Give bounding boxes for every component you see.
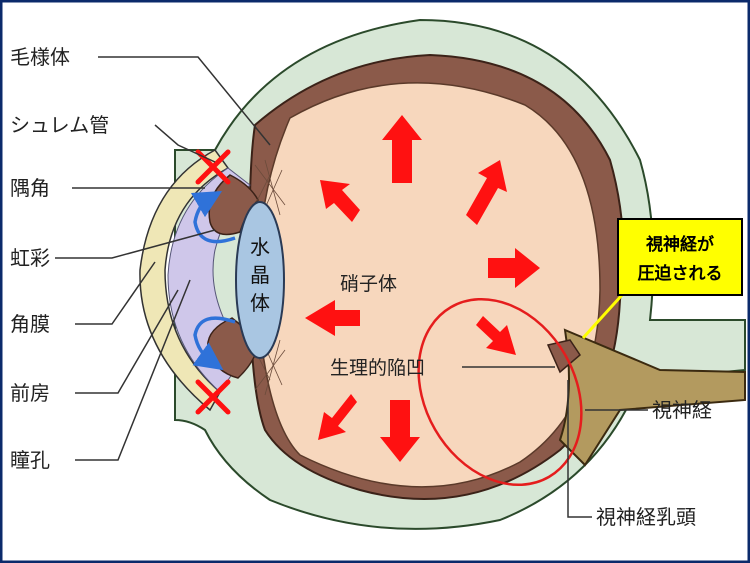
lens-label-1: 水 xyxy=(250,235,270,259)
lens-label-2: 晶 xyxy=(250,263,270,287)
cornea xyxy=(139,149,230,412)
optic-disc-highlight-ring xyxy=(417,297,583,487)
label-optic-disc: 視神経乳頭 xyxy=(596,505,696,529)
lens-label-3: 体 xyxy=(250,291,270,315)
label-ciliary-body: 毛様体 xyxy=(10,45,70,69)
label-vitreous: 硝子体 xyxy=(340,273,397,295)
label-iris: 虹彩 xyxy=(10,246,50,270)
vitreous-body xyxy=(257,82,601,488)
blue-flow-arrow-icon xyxy=(190,190,236,371)
label-pupil: 瞳孔 xyxy=(10,448,50,472)
label-optic-nerve: 視神経 xyxy=(652,398,712,422)
lens xyxy=(235,201,285,359)
leader-lines xyxy=(55,56,648,518)
red-pressure-arrow-icon xyxy=(305,115,540,462)
label-optic-cup: 生理的陥凹 xyxy=(330,357,425,379)
callout-line-2: 圧迫される xyxy=(638,263,723,284)
optic-disc-notch xyxy=(546,339,581,374)
label-cornea: 角膜 xyxy=(10,312,50,336)
zonular-fibers xyxy=(254,159,286,396)
callout-box xyxy=(617,218,743,296)
callout-line-1: 視神経が xyxy=(645,234,714,255)
label-schlemm-canal: シュレム管 xyxy=(10,113,109,137)
label-anterior-chamber: 前房 xyxy=(10,381,50,405)
label-angle: 隅角 xyxy=(10,176,50,200)
